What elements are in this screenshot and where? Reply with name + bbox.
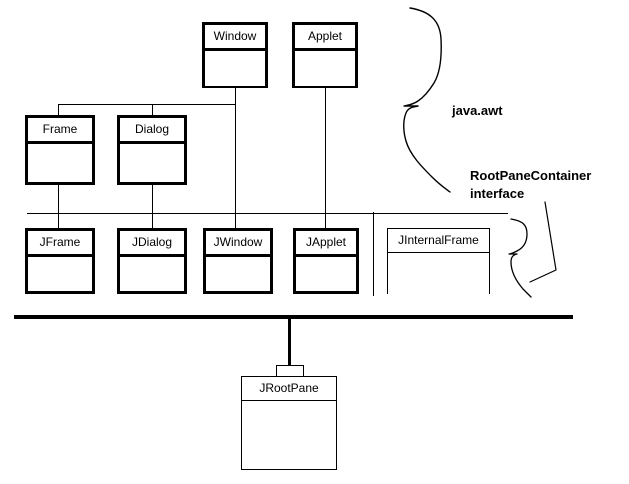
class-name-jdialog: JDialog [120,231,184,257]
awt-swing-separator-rule [27,213,508,214]
class-box-jwindow: JWindow [203,228,273,294]
jrootpane-connector-stub [276,365,304,377]
class-name-jinternalframe: JInternalFrame [388,229,489,253]
connector-frame-to-jframe [58,185,59,229]
class-body-jdialog [120,257,184,291]
connector-window-to-jwindow [235,104,236,229]
class-box-jrootpane: JRootPane [241,376,337,470]
class-box-japplet: JApplet [293,228,359,294]
connector-applet-to-japplet [325,88,326,229]
class-body-jwindow [206,257,270,291]
class-box-applet: Applet [292,22,358,88]
class-name-jrootpane: JRootPane [242,377,336,401]
class-body-window [205,51,265,86]
class-body-applet [295,51,355,86]
annotation-rootpanecontainer-line2: interface [470,186,525,201]
internal-frame-divider [373,212,374,296]
class-body-jinternalframe [388,253,489,295]
connector-window-bus [58,104,236,105]
class-body-dialog [120,144,184,182]
connector-dialog-to-jdialog [152,185,153,229]
class-name-jwindow: JWindow [206,231,270,257]
rootpane-container-bus [14,315,573,319]
class-body-jrootpane [242,401,336,469]
class-name-jframe: JFrame [28,231,92,257]
class-box-window: Window [202,22,268,88]
class-box-frame: Frame [25,115,95,185]
connector-window-down [235,88,236,105]
class-name-dialog: Dialog [120,118,184,144]
annotation-java-awt: java.awt [452,103,503,118]
connector-dialog-up [152,104,153,116]
class-box-jdialog: JDialog [117,228,187,294]
class-body-jframe [28,257,92,291]
class-name-japplet: JApplet [296,231,356,257]
annotation-rootpanecontainer-line1: RootPaneContainer [470,168,592,183]
connector-frame-up [58,104,59,116]
class-name-frame: Frame [28,118,92,144]
rootpanecontainer-leader-line [529,201,557,283]
java-awt-brace-icon [403,7,451,193]
class-name-window: Window [205,25,265,51]
connector-bus-to-jrootpane [288,318,291,366]
class-box-jinternalframe: JInternalFrame [387,228,490,295]
class-box-dialog: Dialog [117,115,187,185]
rootpanecontainer-brace-icon [508,218,532,298]
class-body-japplet [296,257,356,291]
class-name-applet: Applet [295,25,355,51]
class-box-jframe: JFrame [25,228,95,294]
class-body-frame [28,144,92,182]
